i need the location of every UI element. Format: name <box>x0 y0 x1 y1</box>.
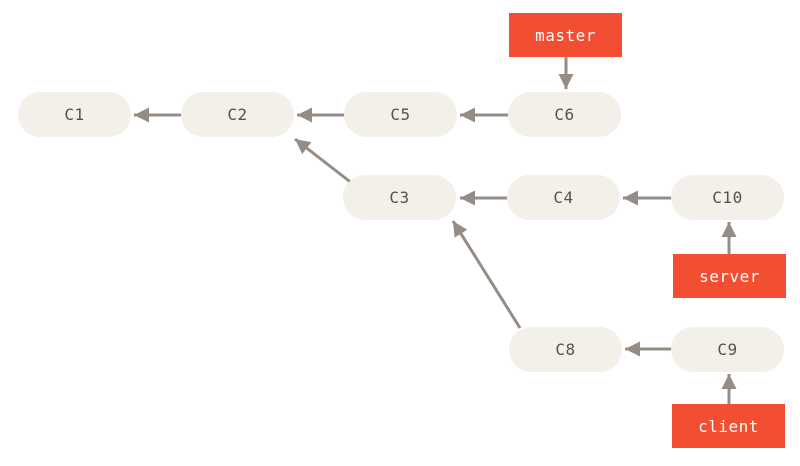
commit-label: C1 <box>64 105 85 124</box>
branch-label-client: client <box>672 404 785 448</box>
edge-c3-c2 <box>294 137 354 186</box>
commit-node-c9: C9 <box>671 327 784 372</box>
commit-label: C5 <box>390 105 411 124</box>
commit-node-c2: C2 <box>181 92 294 137</box>
commit-node-c5: C5 <box>344 92 457 137</box>
branch-label-master: master <box>509 13 622 57</box>
branch-label-server: server <box>673 254 786 298</box>
commit-node-c4: C4 <box>507 175 620 220</box>
commit-node-c10: C10 <box>671 175 784 220</box>
commit-label: C2 <box>227 105 248 124</box>
commit-label: C10 <box>712 188 743 207</box>
branch-label-text: server <box>699 266 760 286</box>
commit-label: C3 <box>389 188 410 207</box>
commit-label: C6 <box>554 105 575 124</box>
edge-c8-c3 <box>451 220 522 329</box>
commit-node-c6: C6 <box>508 92 621 137</box>
commit-node-c8: C8 <box>509 327 622 372</box>
commit-label: C8 <box>555 340 576 359</box>
branch-label-text: client <box>698 416 759 436</box>
commit-label: C4 <box>553 188 574 207</box>
commit-node-c3: C3 <box>343 175 456 220</box>
commit-node-c1: C1 <box>18 92 131 137</box>
branch-label-text: master <box>535 25 596 45</box>
commit-label: C9 <box>717 340 738 359</box>
